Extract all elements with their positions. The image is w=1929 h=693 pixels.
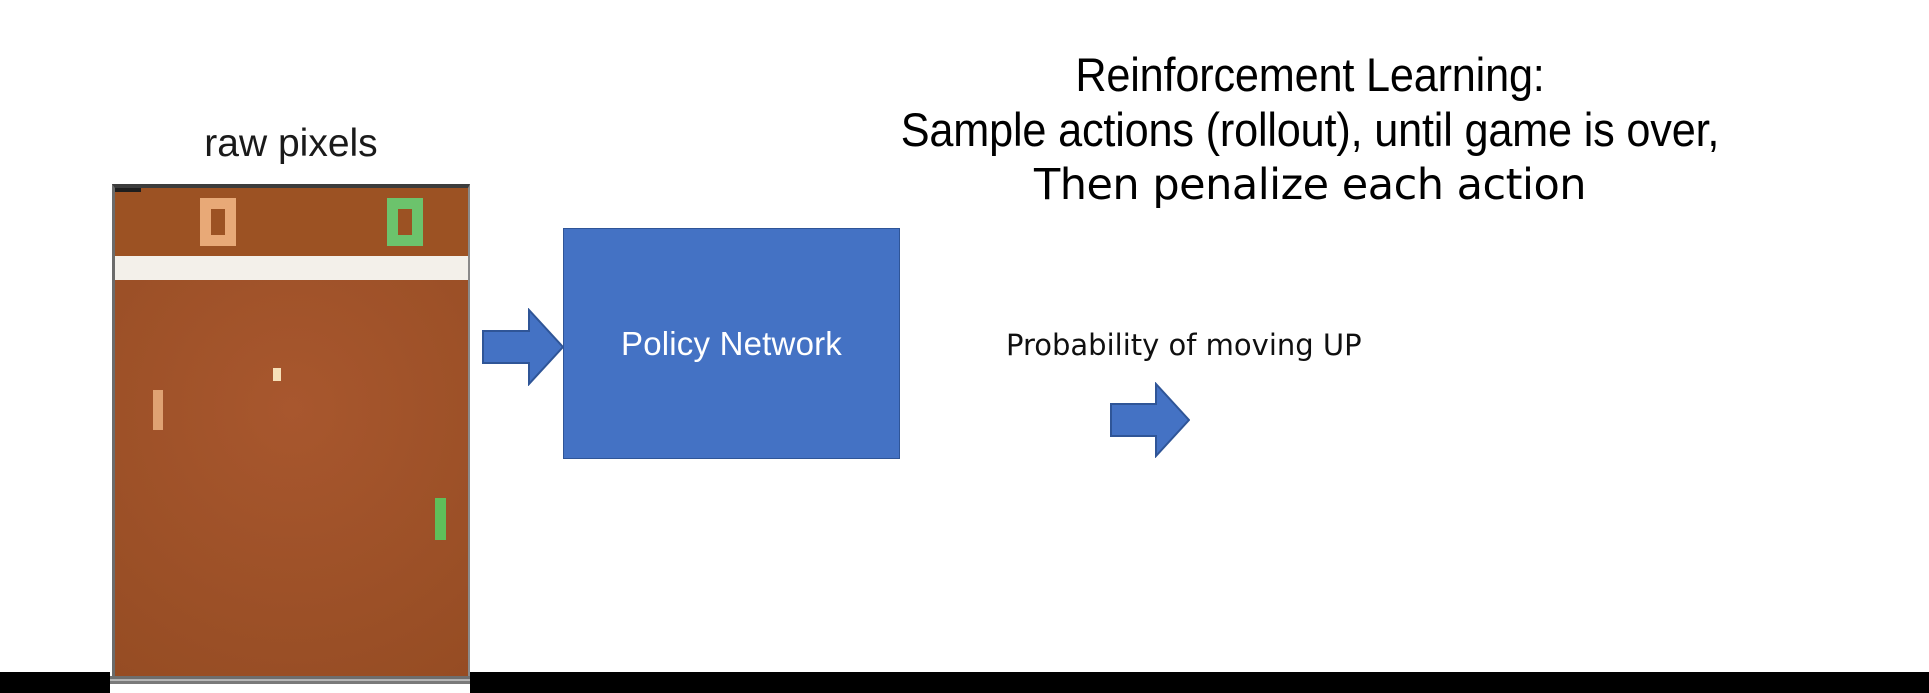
policy-network-label: Policy Network xyxy=(620,324,843,362)
score-digit-right xyxy=(387,198,423,246)
pong-ball xyxy=(273,368,281,381)
raw-pixels-caption: raw pixels xyxy=(204,122,378,165)
title-line-1: Reinforcement Learning: xyxy=(1075,48,1545,101)
score-digit-left xyxy=(200,198,236,246)
title-line-2: Sample actions (rollout), until game is … xyxy=(900,102,1720,156)
arrow-right-output-icon xyxy=(1110,381,1191,463)
pong-bottom-bevel xyxy=(110,676,472,684)
pong-divider-line xyxy=(115,256,468,280)
title-line-3: Then penalize each action xyxy=(1033,160,1587,211)
policy-network-box[interactable]: Policy Network xyxy=(563,228,900,459)
pong-top-bevel xyxy=(115,188,141,192)
pong-paddle-right xyxy=(435,498,446,540)
slide-title-block: Reinforcement Learning: Sample actions (… xyxy=(690,48,1929,211)
bottom-bar-left xyxy=(0,672,110,693)
bottom-bar-right xyxy=(470,672,1929,693)
pong-game-screen xyxy=(112,184,470,679)
output-probability-label: Probability of moving UP xyxy=(1006,328,1362,362)
pong-paddle-left xyxy=(153,390,163,430)
arrow-right-input-icon xyxy=(482,307,565,391)
